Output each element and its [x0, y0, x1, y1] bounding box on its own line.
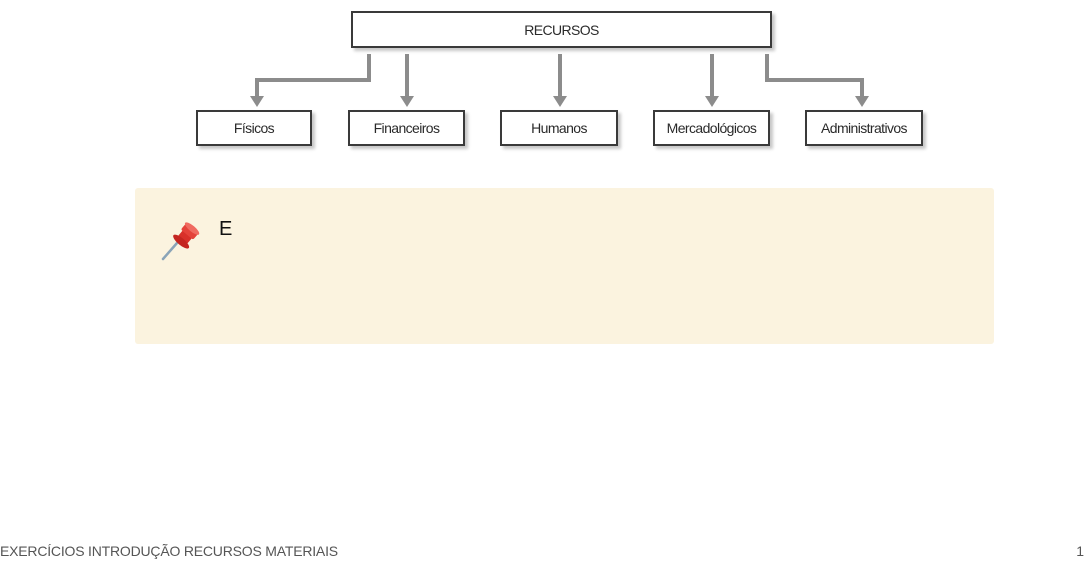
connector-fisicos: [257, 54, 369, 100]
note-callout: E: [135, 188, 994, 344]
child-node-financeiros: Financeiros: [348, 110, 465, 146]
callout-text: E: [219, 218, 232, 240]
child-node-administrativos: Administrativos: [805, 110, 923, 146]
root-node-label: RECURSOS: [524, 22, 599, 38]
page-number: 1: [1076, 543, 1084, 559]
child-node-label: Mercadológicos: [667, 120, 757, 136]
arrowhead-fisicos: [250, 96, 264, 107]
arrowhead-mercadologicos: [705, 96, 719, 107]
pushpin-icon: [160, 218, 202, 262]
child-node-mercadologicos: Mercadológicos: [653, 110, 770, 146]
child-node-label: Humanos: [531, 120, 587, 136]
child-node-label: Financeiros: [374, 120, 440, 136]
child-node-humanos: Humanos: [500, 110, 618, 146]
arrowhead-administrativos: [855, 96, 869, 107]
child-node-label: Administrativos: [821, 120, 907, 136]
child-node-label: Físicos: [234, 120, 274, 136]
arrowhead-humanos: [553, 96, 567, 107]
child-node-fisicos: Físicos: [196, 110, 312, 146]
root-node-box: RECURSOS: [351, 11, 772, 48]
connector-administrativos: [767, 54, 862, 100]
arrowhead-financeiros: [400, 96, 414, 107]
footer-title: EXERCÍCIOS INTRODUÇÃO RECURSOS MATERIAIS: [0, 543, 338, 559]
resources-diagram: RECURSOS Físicos Financeiros Humanos Mer…: [0, 0, 1088, 180]
